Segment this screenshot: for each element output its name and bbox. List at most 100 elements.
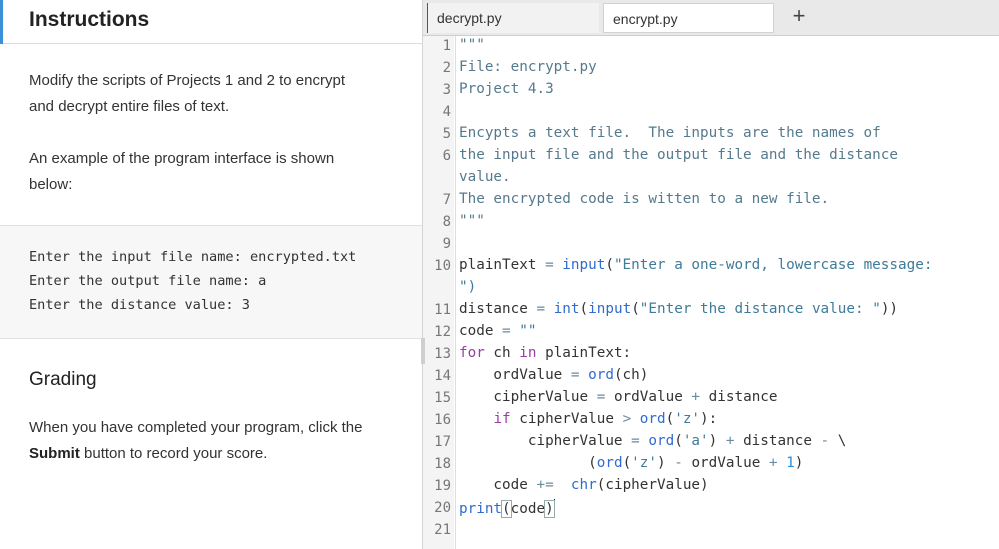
code-line: print(code) <box>459 499 555 518</box>
code-token: 'z' <box>674 411 701 427</box>
code-token: + <box>760 455 787 471</box>
code-token: cipherValue <box>510 411 623 427</box>
code-token: ord <box>648 433 675 449</box>
code-token: + <box>682 389 709 405</box>
section-divider <box>0 225 422 226</box>
code-token: ( <box>579 301 589 317</box>
code-token: input <box>588 301 632 317</box>
code-token: plainText: <box>536 345 632 361</box>
code-line: the input file and the output file and t… <box>459 147 898 163</box>
header-accent-bar <box>0 0 3 44</box>
code-line: ") <box>459 279 476 295</box>
code-token: = <box>536 257 563 273</box>
code-token: "Enter a one-word, lowercase message: <box>613 257 933 273</box>
paragraph-line: Submit button to record your score. <box>29 441 363 467</box>
code-token: int <box>553 301 580 317</box>
code-token: - <box>811 433 838 449</box>
code-token: - <box>665 455 692 471</box>
code-line: plainText = input("Enter a one-word, low… <box>459 257 932 273</box>
section-divider <box>0 338 422 339</box>
code-token: 'z' <box>631 455 657 471</box>
line-number: 11 <box>434 302 451 318</box>
line-number: 20 <box>434 500 451 516</box>
line-number: 21 <box>434 522 451 538</box>
code-token: ord <box>588 367 614 383</box>
add-tab-button[interactable]: + <box>792 3 806 28</box>
line-number: 7 <box>442 192 451 208</box>
code-token: ordValue <box>691 455 761 471</box>
line-number-gutter <box>423 36 454 549</box>
code-token: ( <box>605 257 614 273</box>
code-token: distance <box>708 389 778 405</box>
code-token: cipherValue <box>459 433 623 449</box>
line-number: 1 <box>442 38 451 54</box>
code-line: cipherValue = ordValue + distance <box>459 389 778 405</box>
instructions-paragraph-1: Modify the scripts of Projects 1 and 2 t… <box>29 68 345 120</box>
code-token: ( <box>674 433 683 449</box>
code-line: cipherValue = ord('a') + distance - \ <box>459 433 847 449</box>
code-line: Encypts a text file. The inputs are the … <box>459 125 881 141</box>
code-token: ord <box>596 455 623 471</box>
grading-heading: Grading <box>29 369 97 390</box>
paragraph-line: below: <box>29 176 73 193</box>
code-token: ch <box>484 345 520 361</box>
code-token: ( <box>459 455 597 471</box>
code-token: for <box>459 345 485 361</box>
code-token: 1 <box>786 455 795 471</box>
paragraph-line: When you have completed your program, cl… <box>29 419 363 436</box>
code-token: ") <box>459 279 477 295</box>
code-line: Project 4.3 <box>459 81 554 97</box>
line-number: 8 <box>442 214 451 230</box>
code-token: distance <box>459 301 528 317</box>
code-token: code <box>459 477 528 493</box>
code-token: = <box>493 323 520 339</box>
code-line: ordValue = ord(ch) <box>459 367 648 383</box>
code-token: ( <box>622 455 632 471</box>
scroll-marker <box>421 338 425 364</box>
instructions-paragraph-2: An example of the program interface is s… <box>29 146 334 198</box>
code-token: ordValue <box>459 367 563 383</box>
code-line: for ch in plainText: <box>459 345 631 361</box>
line-number: 9 <box>442 236 451 252</box>
code-token: ( <box>665 411 675 427</box>
bracket-highlight: ) <box>544 500 555 518</box>
code-token: > <box>622 411 632 427</box>
bracket-highlight: ( <box>501 500 512 518</box>
code-token: ) <box>657 455 666 471</box>
code-line: (ord('z') - ordValue + 1) <box>459 455 803 471</box>
line-number: 18 <box>434 456 451 472</box>
line-number: 3 <box>442 82 451 98</box>
instructions-title: Instructions <box>29 8 150 31</box>
code-line: The encrypted code is witten to a new fi… <box>459 191 830 207</box>
code-token: \ <box>837 433 847 449</box>
line-number: 5 <box>442 126 451 142</box>
line-number: 4 <box>442 104 451 120</box>
line-number: 2 <box>442 60 451 76</box>
line-number: 19 <box>434 478 451 494</box>
code-token: chr <box>562 477 597 493</box>
code-token: (ch) <box>613 367 649 383</box>
code-editor: decrypt.py encrypt.py + 1 2 3 4 5 6 7 8 … <box>421 0 999 549</box>
tab-decrypt-py[interactable]: decrypt.py <box>427 3 599 33</box>
paragraph-line: Modify the scripts of Projects 1 and 2 t… <box>29 72 345 89</box>
code-line: """ <box>459 213 485 229</box>
sample-line: Enter the input file name: encrypted.txt <box>29 249 357 265</box>
code-token: code <box>459 323 494 339</box>
code-line: code = "" <box>459 323 536 339</box>
code-token: cipherValue <box>459 389 589 405</box>
code-token: = <box>562 367 589 383</box>
code-line: distance = int(input("Enter the distance… <box>459 301 898 317</box>
sample-line: Enter the output file name: a <box>29 273 267 289</box>
instructions-panel: Instructions Modify the scripts of Proje… <box>0 0 422 549</box>
tab-encrypt-py[interactable]: encrypt.py <box>603 3 774 33</box>
text-cursor <box>553 499 555 516</box>
code-area[interactable]: 1 2 3 4 5 6 7 8 9 10 11 12 13 14 15 16 1… <box>421 36 999 549</box>
code-token <box>459 411 493 427</box>
code-token: ) <box>794 455 804 471</box>
code-token: distance <box>743 433 812 449</box>
code-line: value. <box>459 169 511 185</box>
code-token: if <box>493 411 511 427</box>
line-number: 16 <box>434 412 451 428</box>
editor-tab-bar: decrypt.py encrypt.py + <box>423 0 999 36</box>
code-line: """ <box>459 37 485 53</box>
